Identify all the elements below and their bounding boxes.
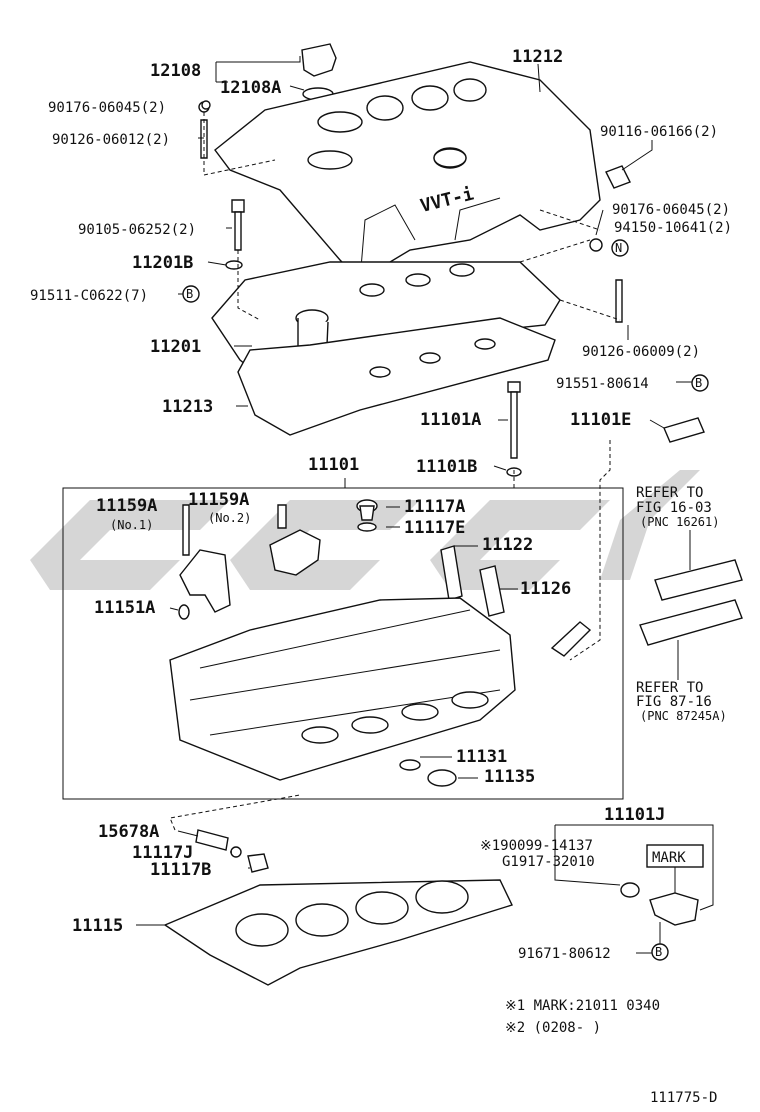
circle-b-2: B	[695, 376, 702, 390]
camshaft-bearing-caps	[178, 504, 321, 620]
label-90126-06009: 90126-06009(2)	[582, 344, 700, 360]
label-11212: 11212	[512, 47, 563, 67]
label-11151A: 11151A	[94, 598, 155, 618]
label-11122: 11122	[482, 535, 533, 555]
label-91511-C0622: 91511-C0622(7)	[30, 288, 148, 304]
label-11117J: 11117J	[132, 843, 193, 863]
label-11201: 11201	[150, 337, 201, 357]
circle-b-3: B	[655, 945, 662, 959]
label-11101J: 11101J	[604, 805, 665, 825]
ref-leaders	[677, 530, 691, 680]
cylinder-head-group-box	[62, 487, 624, 800]
lower-fasteners	[169, 794, 301, 873]
plugs-and-guides	[356, 499, 505, 617]
circle-markers	[182, 100, 709, 392]
mark-box-label: MARK	[652, 850, 686, 866]
label-11135: 11135	[484, 767, 535, 787]
ref2-line2: FIG 87-16	[636, 694, 712, 710]
label-11117B: 11117B	[150, 860, 211, 880]
gasket-11213	[237, 317, 556, 436]
dashed-leaders-top	[203, 112, 621, 661]
label-94150-10641: 94150-10641(2)	[614, 220, 732, 236]
label-11101A: 11101A	[420, 410, 481, 430]
label-11213: 11213	[162, 397, 213, 417]
label-90176-06045-top: 90176-06045(2)	[48, 100, 166, 116]
label-91671-80612: 91671-80612	[518, 946, 611, 962]
label-11115: 11115	[72, 916, 123, 936]
cylinder-head-11101	[169, 597, 516, 787]
circle-n: N	[615, 241, 622, 255]
label-11201B: 11201B	[132, 253, 193, 273]
ref2-line1: REFER TO	[636, 680, 703, 696]
ref1-line1: REFER TO	[636, 485, 703, 501]
label-11159A-no1: 11159A	[96, 496, 157, 516]
label-no2: (No.2)	[208, 511, 251, 525]
note-1: ※1 MARK:21011 0340	[505, 998, 660, 1014]
label-no1: (No.1)	[110, 518, 153, 532]
head-gasket-11115	[163, 879, 513, 986]
label-15678A: 15678A	[98, 822, 159, 842]
label-G1917-32010: G1917-32010	[502, 854, 595, 870]
ref2-line3: (PNC 87245A)	[640, 709, 727, 723]
label-90126-06012: 90126-06012(2)	[52, 132, 170, 148]
label-11126: 11126	[520, 579, 571, 599]
label-90176-06045-right: 90176-06045(2)	[612, 202, 730, 218]
label-90105-06252: 90105-06252(2)	[78, 222, 196, 238]
circle-b-1: B	[186, 287, 193, 301]
label-12108A: 12108A	[220, 78, 281, 98]
oil-filler-cap	[301, 43, 337, 101]
label-11101E: 11101E	[570, 410, 631, 430]
label-11159A-no2: 11159A	[188, 490, 249, 510]
note-2: ※2 (0208- )	[505, 1020, 601, 1036]
oil-control-valve-group	[554, 824, 714, 961]
label-91551-80614: 91551-80614	[556, 376, 649, 392]
diagram-code: 111775-D	[650, 1090, 717, 1106]
water-pipes	[550, 559, 743, 657]
label-11101: 11101	[308, 455, 359, 475]
label-90099-14137: ※190099-14137	[480, 838, 593, 854]
ref1-line3: (PNC 16261)	[640, 515, 719, 529]
label-11101B: 11101B	[416, 457, 477, 477]
label-11117A: 11117A	[404, 497, 465, 517]
label-90116-06166: 90116-06166(2)	[600, 124, 718, 140]
label-leaders	[136, 56, 692, 954]
label-11131: 11131	[456, 747, 507, 767]
label-12108: 12108	[150, 61, 201, 81]
ref1-line2: FIG 16-03	[636, 500, 712, 516]
label-11117E: 11117E	[404, 518, 465, 538]
